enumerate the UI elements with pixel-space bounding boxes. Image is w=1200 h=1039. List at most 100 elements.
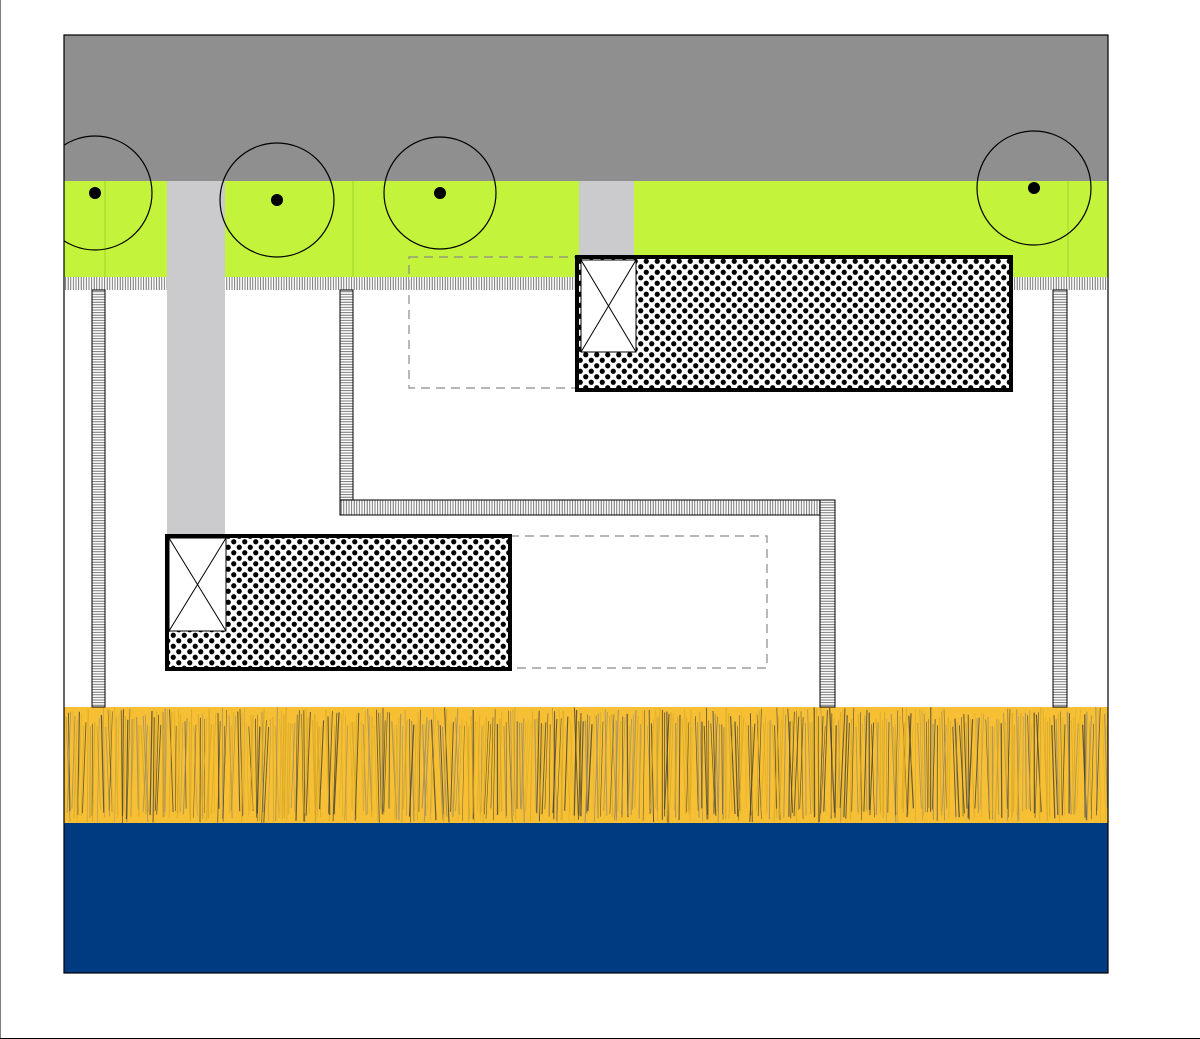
beach-grass-stroke xyxy=(552,719,558,814)
beach-grass-stroke xyxy=(777,720,782,820)
building-south xyxy=(165,534,512,671)
driveway-west xyxy=(167,181,225,535)
beach-grass-stroke xyxy=(974,717,980,809)
beach-grass-stroke xyxy=(763,722,768,814)
beach-grass-stroke xyxy=(668,713,674,823)
beach-grass-stroke xyxy=(472,721,476,814)
street-trees xyxy=(64,130,1092,258)
beach-grass-stroke xyxy=(375,709,380,823)
beach-grass-stroke xyxy=(896,715,901,816)
beach-grass-stroke xyxy=(492,709,496,821)
beach-grass-stroke xyxy=(573,709,578,816)
beach-grass-stroke xyxy=(100,714,105,813)
beach-grass-stroke xyxy=(695,716,699,811)
beach-grass-stroke xyxy=(855,726,859,813)
beach-grass-stroke xyxy=(609,714,615,814)
beach-grass-stroke xyxy=(774,725,778,809)
beach-grass-stroke xyxy=(362,724,367,816)
beach-grass-stroke xyxy=(773,716,780,822)
beach-grass-stroke xyxy=(319,720,325,810)
beach-grass-stroke xyxy=(452,708,459,817)
beach-grass-stroke xyxy=(1000,723,1003,818)
beach-grass-stroke xyxy=(919,709,924,821)
beach-grass-stroke xyxy=(430,719,437,821)
beach-grass-stroke xyxy=(597,712,602,819)
beach-grass-stroke xyxy=(573,707,579,820)
beach-grass-stroke xyxy=(201,716,208,817)
beach-grass-stroke xyxy=(256,726,261,814)
beach-grass-stroke xyxy=(595,715,599,819)
beach-grass-stroke xyxy=(283,706,287,819)
beach-grass-stroke xyxy=(508,710,513,823)
beach-grass-stroke xyxy=(584,715,591,823)
beach-grass-stroke xyxy=(333,712,340,815)
beach-grass-stroke xyxy=(462,725,465,821)
beach-grass-stroke xyxy=(617,720,622,812)
beach-grass-stroke xyxy=(793,716,800,817)
beach-grass-stroke xyxy=(288,723,292,815)
beach-grass-stroke xyxy=(135,716,140,810)
beach-grass-stroke xyxy=(169,709,174,813)
beach-grass-stroke xyxy=(917,722,922,809)
beach-grass-stroke xyxy=(820,725,826,814)
beach-grass-stroke xyxy=(738,717,745,810)
beach-grass-stroke xyxy=(1055,719,1059,816)
beach-grass-stroke xyxy=(421,717,428,809)
beach-grass-stroke xyxy=(354,713,358,815)
beach-grass-stroke xyxy=(926,721,928,813)
beach-grass-stroke xyxy=(858,722,863,815)
beach-grass-stroke xyxy=(755,710,760,812)
beach-grass-stroke xyxy=(423,720,430,822)
beach-grass-stroke xyxy=(286,722,289,820)
beach-grass-stroke xyxy=(819,716,824,822)
beach-grass-stroke xyxy=(149,710,153,816)
beach-grass-stroke xyxy=(457,718,463,822)
beach-grass-stroke xyxy=(961,717,964,817)
beach-grass-stroke xyxy=(538,724,544,817)
beach-grass-stroke xyxy=(503,725,507,819)
beach-grass-stroke xyxy=(1072,708,1077,811)
beach-grass-stroke xyxy=(1076,709,1081,810)
beach-grass-stroke xyxy=(556,718,562,821)
beach-grass-stroke xyxy=(965,722,969,820)
beach-grass-stroke xyxy=(164,709,168,817)
beach-grass-stroke xyxy=(830,717,835,817)
beach-grass-stroke xyxy=(114,716,118,823)
beach-grass-stroke xyxy=(193,724,197,818)
beach-grass-stroke xyxy=(180,722,184,813)
beach-grass-stroke xyxy=(734,721,739,817)
beach-grass-stroke xyxy=(811,722,815,819)
beach-grass-stroke xyxy=(394,717,399,820)
fence-east xyxy=(1052,289,1068,708)
beach-grass-stroke xyxy=(258,708,265,822)
beach-grass-stroke xyxy=(103,707,105,818)
beach-grass-stroke xyxy=(882,711,886,818)
beach-grass-stroke xyxy=(689,710,692,810)
beach-grass-stroke xyxy=(402,719,408,809)
beach-grass-stroke xyxy=(697,722,700,818)
beach-grass-stroke xyxy=(130,717,135,817)
beach-grass-stroke xyxy=(626,713,629,818)
beach-grass-stroke xyxy=(783,714,787,818)
beach-grass-stroke xyxy=(483,721,489,815)
beach-grass-stroke xyxy=(241,712,243,824)
beach-grass-stroke xyxy=(756,714,762,820)
beach-grass-stroke xyxy=(799,717,804,809)
beach-grass-stroke xyxy=(222,709,228,819)
beach-grass-stroke xyxy=(631,714,635,816)
beach-grass-stroke xyxy=(108,711,113,811)
beach-grass-stroke xyxy=(305,711,311,816)
beach-grass-stroke xyxy=(1095,708,1101,816)
beach-grass-stroke xyxy=(885,719,888,822)
beach-grass-stroke xyxy=(521,722,527,810)
beach-grass-stroke xyxy=(1090,723,1094,820)
beach-grass-stroke xyxy=(901,722,905,809)
beach-grass-stroke xyxy=(301,713,304,822)
beach-grass-stroke xyxy=(1012,724,1016,812)
beach-grass-stroke xyxy=(638,710,643,815)
site-outline xyxy=(63,34,1109,974)
beach-grass-stroke xyxy=(875,717,882,812)
beach-grass-stroke xyxy=(145,726,151,814)
beach-grass-stroke xyxy=(213,723,215,812)
